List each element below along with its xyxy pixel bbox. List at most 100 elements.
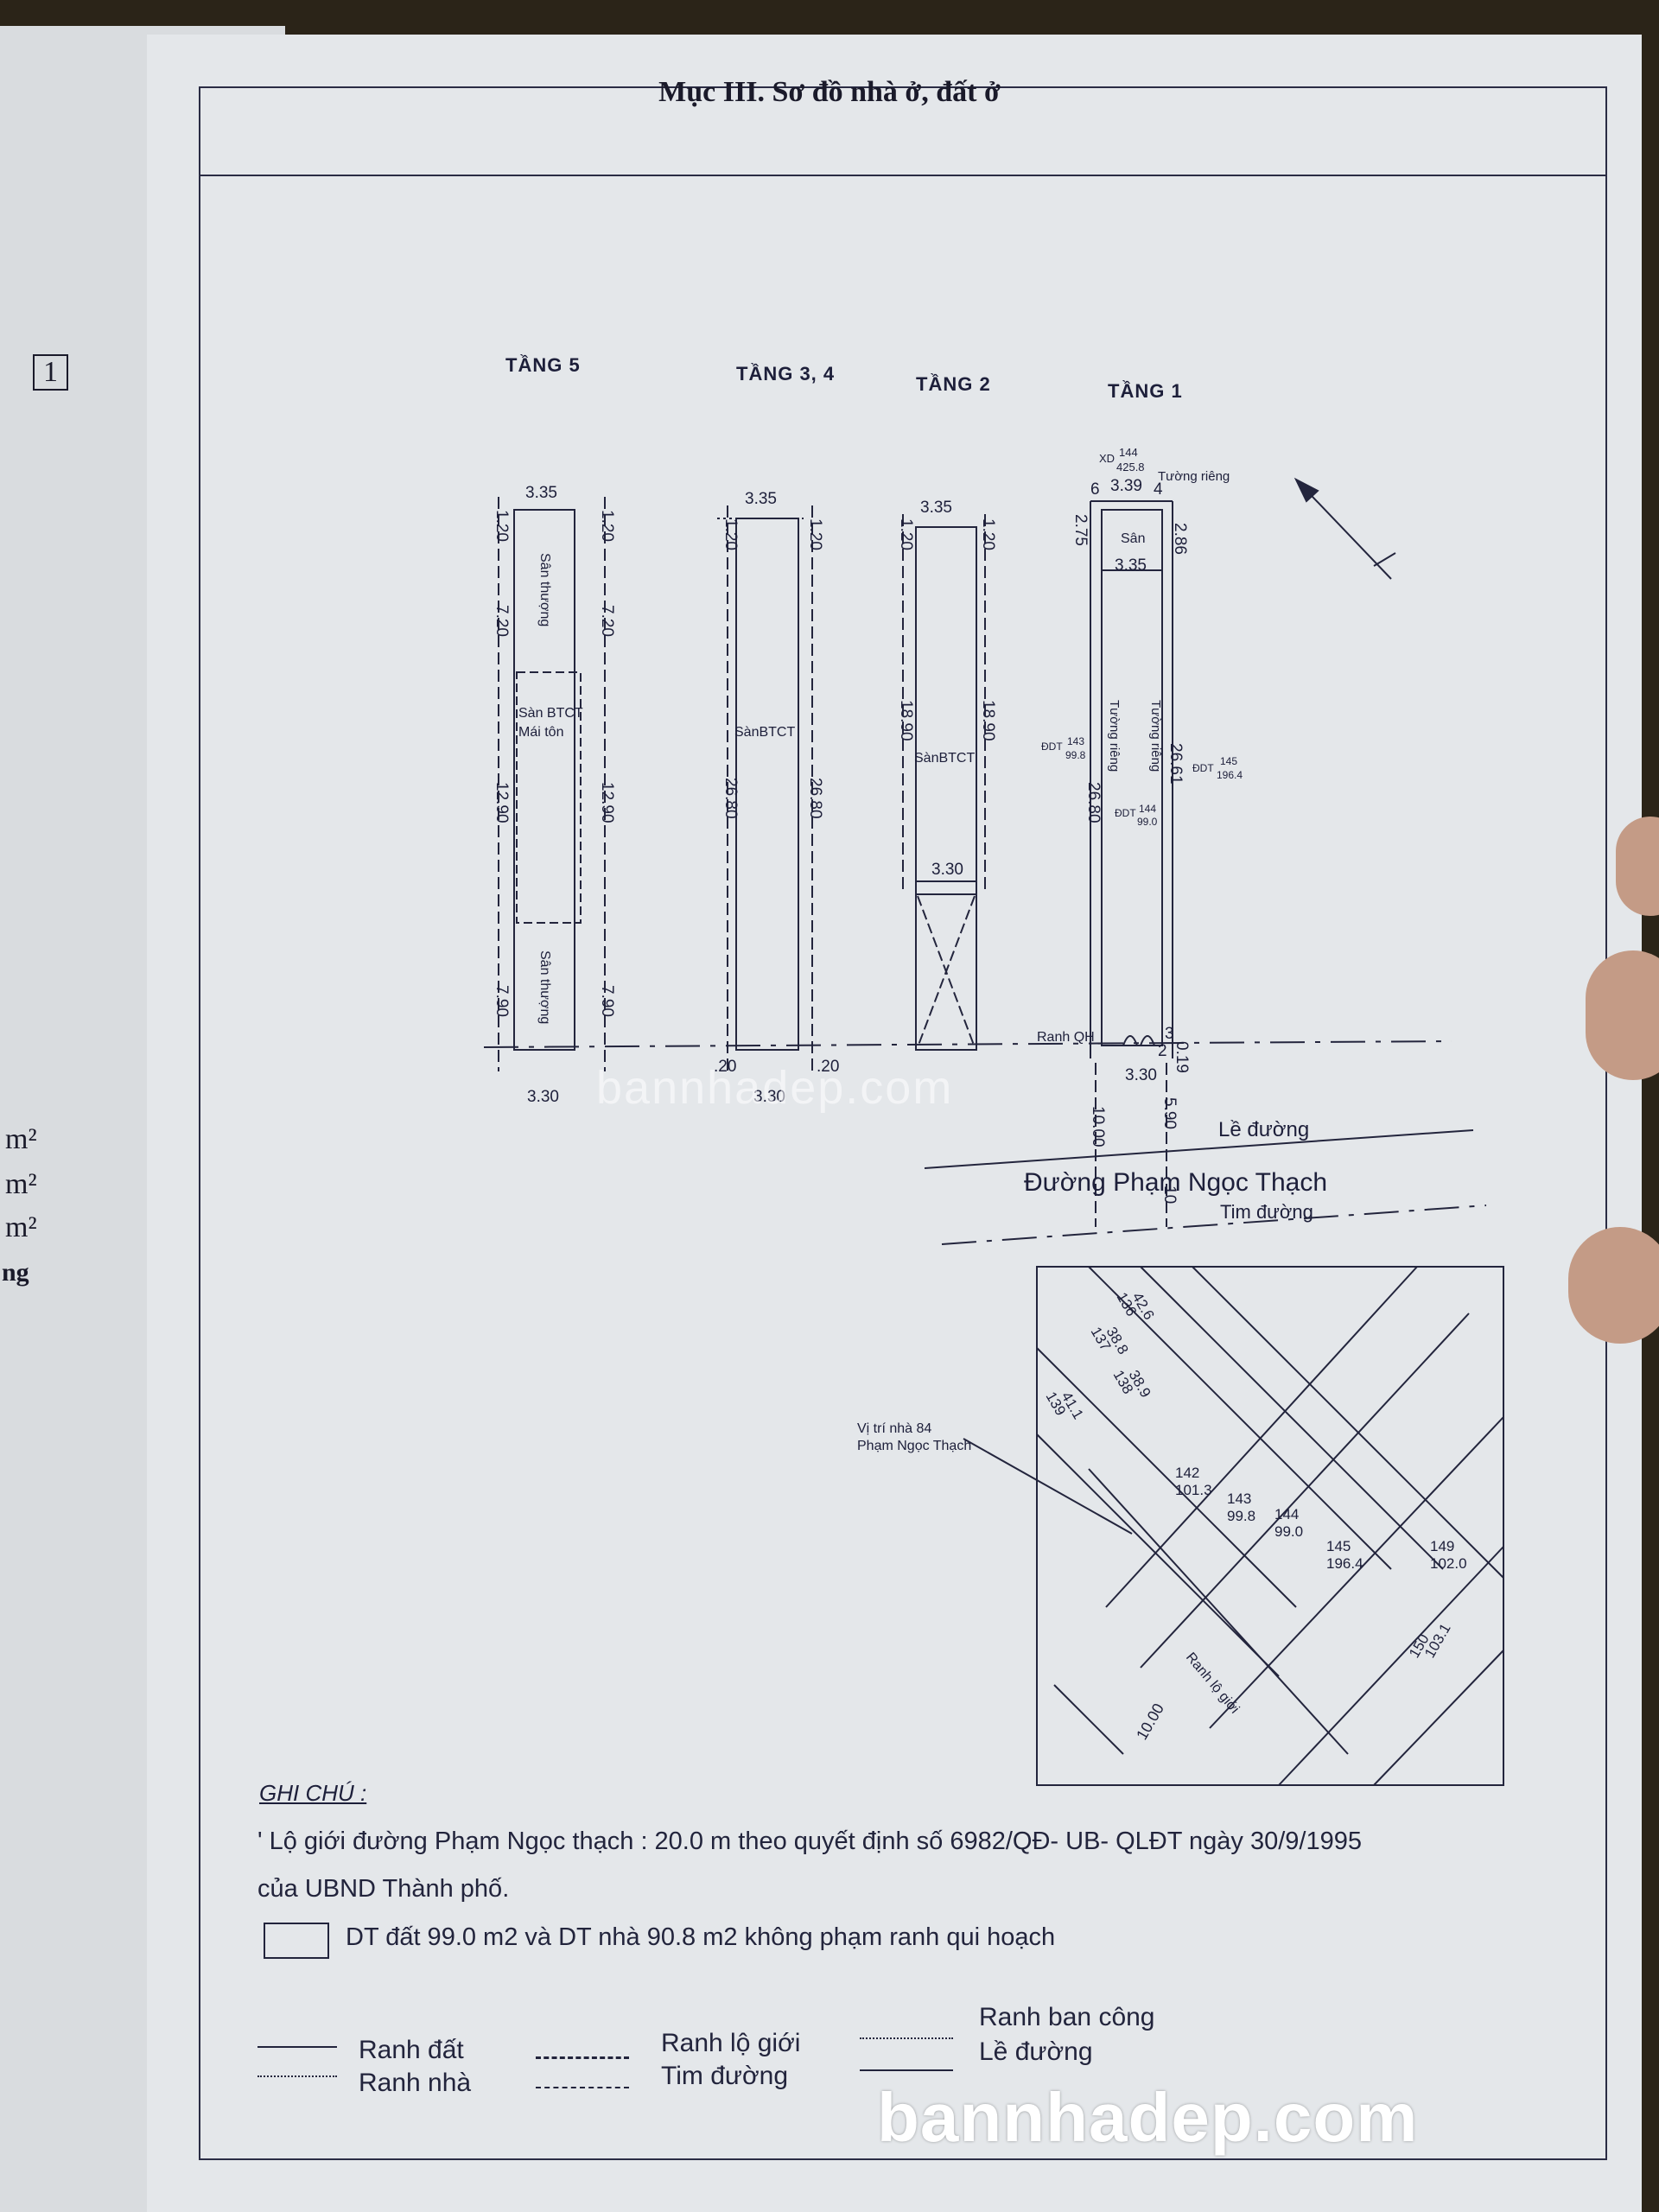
f1-n3: 3 — [1165, 1025, 1174, 1043]
site-lot-144-number: 144 — [1274, 1506, 1299, 1522]
side-unit-2: m² — [5, 1168, 37, 1200]
area-legend-box — [264, 1923, 329, 1959]
site-lot-143-number: 143 — [1227, 1491, 1251, 1507]
site-lot-149-area: 102.0 — [1430, 1555, 1467, 1572]
site-lot-145-number: 145 — [1326, 1538, 1351, 1554]
document-sheet — [147, 35, 1642, 2212]
dim-f5-top: 3.35 — [525, 484, 557, 502]
floor2-outline — [915, 526, 977, 1051]
dim-f34-r2: 26.80 — [806, 778, 824, 819]
site-lot-142-number: 142 — [1175, 1465, 1199, 1481]
site-lot-149-number: 149 — [1430, 1538, 1454, 1554]
f5-roof-label-2: Sân thượng — [537, 950, 552, 1024]
f5-slab-label-2: Mái tôn — [518, 725, 563, 740]
side-page-number: 1 — [33, 354, 68, 391]
dim-f2-l2: 18.90 — [897, 700, 915, 741]
site-lot-142-area: 101.3 — [1175, 1482, 1212, 1498]
page-title: Mục III. Sơ đồ nhà ở, đất ở — [658, 76, 1001, 108]
legend-swatch-center — [536, 2087, 629, 2088]
f1-p145b: 196.4 — [1217, 769, 1243, 781]
side-unit-3: m² — [5, 1211, 37, 1243]
f1-wall-label-r: Tường riêng — [1148, 700, 1163, 772]
dim-f34-l1: 1.20 — [721, 518, 740, 550]
f1-n6: 6 — [1090, 480, 1100, 499]
centerline-label: Tim đường — [1220, 1201, 1313, 1223]
floor-label-1: TẦNG 1 — [1108, 380, 1183, 402]
side-unit-1: m² — [5, 1123, 37, 1155]
f1-dt-c: ĐDT — [1192, 762, 1214, 774]
dim-f34-r1: 1.20 — [806, 518, 824, 550]
dim-f1-1000: 10.00 — [1089, 1106, 1107, 1147]
dim-f5-l2: 7.20 — [493, 605, 511, 637]
dim-f5-l4: 7.90 — [493, 985, 511, 1017]
dim-f5-l1: 1.20 — [493, 510, 511, 542]
site-row-line-label: Ranh lộ giới — [1183, 1650, 1242, 1717]
legend-swatch-house — [257, 2075, 337, 2077]
f5-slab-label-1: Sàn BTCT — [518, 706, 583, 721]
f34-slab-label: SànBTCT — [734, 725, 795, 740]
legend-swatch-sidewalk — [860, 2069, 953, 2071]
f1-p144: 144 — [1139, 803, 1156, 815]
legend-land-boundary: Ranh đất — [359, 2036, 464, 2064]
dim-f34-top: 3.35 — [745, 490, 777, 508]
note-line-1: ' Lộ giới đường Phạm Ngọc thạch : 20.0 m… — [257, 1827, 1362, 1855]
dim-f1-019: 0.19 — [1173, 1041, 1191, 1073]
site-lot-145-area: 196.4 — [1326, 1555, 1363, 1572]
f1-n4: 4 — [1154, 480, 1163, 499]
dim-f5-bottom: 3.30 — [527, 1088, 559, 1106]
legend-row-boundary: Ranh lộ giới — [661, 2029, 801, 2057]
legend-swatch-land — [257, 2046, 337, 2048]
f1-p143b: 99.8 — [1065, 749, 1086, 761]
f5-roof-label: Sân thượng — [537, 553, 552, 626]
f1-yard-label: Sân — [1121, 531, 1145, 546]
legend-centerline: Tim đường — [661, 2062, 789, 2090]
note-line-3: DT đất 99.0 m2 và DT nhà 90.8 m2 không p… — [346, 1923, 1056, 1951]
dim-f5-r4: 7.90 — [598, 985, 616, 1017]
f1-p143: 143 — [1067, 735, 1084, 747]
dim-f2-r2: 18.90 — [979, 700, 997, 741]
site-map-frame — [1036, 1266, 1504, 1786]
legend-balcony-boundary: Ranh ban công — [979, 2003, 1155, 2031]
legend-swatch-balcony — [860, 2037, 953, 2039]
dim-f34-l2: 26.80 — [721, 778, 740, 819]
legend-swatch-row — [536, 2056, 629, 2059]
f1-n2: 2 — [1158, 1042, 1167, 1060]
f1-p145: 145 — [1220, 755, 1237, 767]
dim-f5-r3: 12.90 — [598, 782, 616, 823]
f1-wall-label-top: Tường riêng — [1158, 469, 1230, 484]
document-frame — [199, 86, 1607, 2160]
dim-f5-l3: 12.90 — [493, 782, 511, 823]
dim-f2-mid: 3.30 — [931, 861, 963, 879]
dim-f2-r1: 1.20 — [979, 518, 997, 550]
dim-f34-bottom: 3.30 — [753, 1088, 785, 1106]
finger-3 — [1568, 1227, 1659, 1344]
dim-f1-10: 10 — [1160, 1185, 1179, 1204]
dim-f1-front: 3.30 — [1125, 1066, 1157, 1084]
dim-f5-r2: 7.20 — [598, 605, 616, 637]
legend-sidewalk: Lề đường — [979, 2037, 1093, 2066]
dim-f2-top: 3.35 — [920, 499, 952, 517]
f1-p144b: 99.0 — [1137, 816, 1158, 828]
notes-heading: GHI CHÚ : — [259, 1780, 367, 1806]
dim-f34-bl: .20 — [714, 1058, 736, 1076]
f1-xd-label: XD — [1099, 452, 1115, 465]
dim-f34-br: .20 — [817, 1058, 839, 1076]
floor34-outline — [735, 518, 799, 1051]
floor-label-3-4: TẦNG 3, 4 — [736, 363, 836, 385]
f1-wall-label-l: Tường riêng — [1107, 700, 1122, 772]
f1-dt-a: ĐDT — [1041, 741, 1063, 753]
street-name: Đường Phạm Ngọc Thạch — [1024, 1168, 1327, 1197]
dim-f2-l1: 1.20 — [897, 518, 915, 550]
f1-xd-area: 425.8 — [1116, 461, 1145, 474]
watermark-center: bannhadep.com — [596, 1062, 954, 1114]
sidewalk-label: Lề đường — [1218, 1118, 1309, 1141]
dim-f1-inner: 3.35 — [1115, 556, 1147, 575]
floor1-outline — [1101, 509, 1163, 1046]
site-distance: 10.00 — [1133, 1700, 1167, 1743]
dim-f1-top: 3.39 — [1110, 477, 1142, 495]
finger-1 — [1616, 817, 1659, 916]
dim-f1-l1: 2.75 — [1071, 514, 1090, 546]
f1-xd-num: 144 — [1119, 446, 1138, 459]
legend-house-boundary: Ranh nhà — [359, 2069, 472, 2097]
